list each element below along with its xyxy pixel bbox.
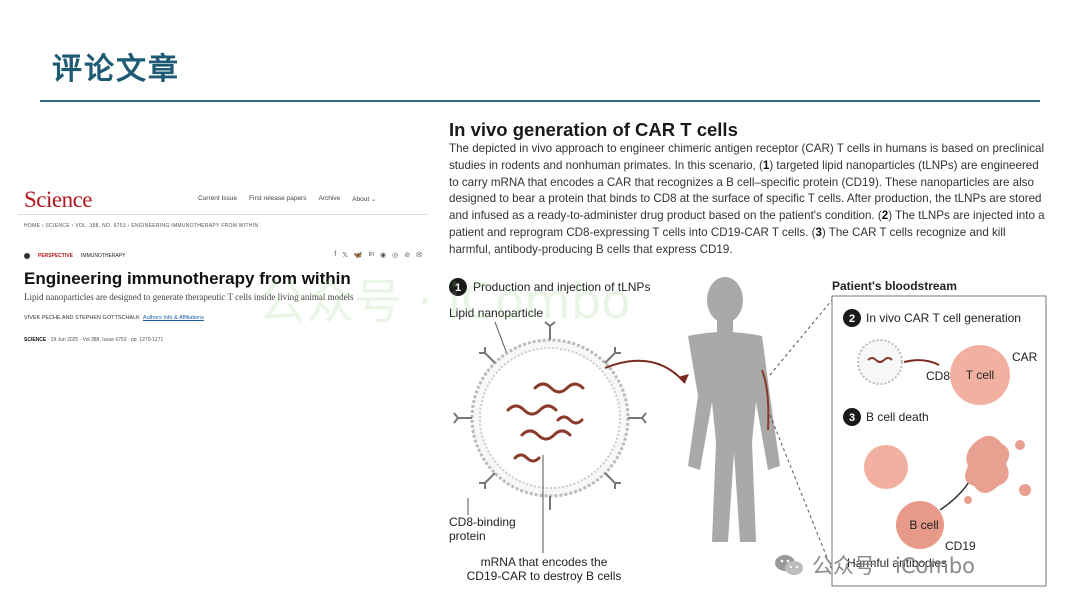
wechat-logo-icon — [775, 555, 803, 575]
article-screenshot: Science Current Issue First release pape… — [18, 185, 428, 355]
step2-num: 2 — [849, 313, 855, 325]
reddit-icon[interactable]: ◉ — [380, 252, 387, 259]
blood-vessel — [761, 369, 770, 431]
b-cell — [896, 501, 944, 549]
share-bar: f 𝕏 🦋 in ◉ ◎ ⊘ ✉ — [334, 251, 422, 259]
mrna-strands — [506, 382, 585, 463]
cd8-binding-label-1: CD8-binding — [449, 515, 516, 529]
step2-label: In vivo CAR T cell generation — [866, 311, 1021, 325]
slide-title: 评论文章 — [52, 52, 180, 87]
np-to-tcell-arrow — [903, 359, 940, 366]
wechat-icon[interactable]: ◎ — [392, 252, 399, 259]
dead-b-cell — [964, 435, 1031, 504]
step3-num: 3 — [849, 412, 855, 424]
car-t-illustration: 1 Production and injection of tLNPs Lipi… — [440, 270, 1050, 600]
injection-arrow — [604, 359, 686, 384]
figure-heading: In vivo generation of CAR T cells — [449, 119, 738, 140]
b-cell-label: B cell — [909, 518, 938, 532]
step1-badge — [449, 278, 467, 296]
small-nanoparticle — [857, 339, 903, 385]
cd8-label: CD8 — [926, 369, 950, 383]
desc-num-1: 1 — [762, 158, 770, 172]
x-icon[interactable]: 𝕏 — [342, 252, 348, 259]
cd19-label: CD19 — [945, 539, 976, 553]
linkedin-icon[interactable]: in — [368, 251, 375, 258]
illustration-svg: 1 Production and injection of tLNPs Lipi… — [449, 277, 1047, 587]
nav-about[interactable]: About ⌄ — [352, 196, 377, 203]
meta-details: · 19 Jun 2025 · Vol 388, Issue 6753 · pp… — [47, 337, 164, 343]
injection-arrowhead — [678, 374, 689, 383]
step2-badge — [843, 309, 861, 327]
article-topnav: Current Issue First release papers Archi… — [198, 195, 376, 203]
nav-archive[interactable]: Archive — [318, 195, 341, 202]
meta-journal: SCIENCE — [24, 337, 47, 343]
bloodstream-label: Patient's bloodstream — [832, 279, 957, 293]
step1-label: Production and injection of tLNPs — [473, 280, 650, 294]
nav-current-issue[interactable]: Current Issue — [198, 195, 238, 202]
authors-info-link[interactable]: Authors Info & Affiliations — [142, 315, 204, 321]
cd8-binding-label-2: protein — [449, 529, 486, 543]
article-authors: VIVEK PECHE AND STEPHEN GOTTSCHALK Autho… — [24, 315, 204, 321]
lipid-np-label: Lipid nanoparticle — [449, 306, 543, 320]
antibodies-label: Harmful antibodies — [847, 556, 947, 570]
figure-description: The depicted in vivo approach to enginee… — [449, 141, 1049, 259]
link-icon[interactable]: ⊘ — [404, 252, 411, 259]
desc-num-2: 2 — [881, 209, 889, 223]
facebook-icon[interactable]: f — [334, 251, 337, 258]
kicker-topic[interactable]: IMMUNOTHERAPY — [81, 253, 126, 259]
mrna-label-2: CD19-CAR to destroy B cells — [467, 569, 622, 583]
email-icon[interactable]: ✉ — [416, 252, 422, 259]
article-title: Engineering immunotherapy from within — [24, 269, 351, 288]
desc-num-3: 3 — [815, 225, 822, 239]
kicker-type: PERSPECTIVE — [38, 253, 74, 259]
desc-part-3: ) The tLNPs are injected into a patient … — [449, 209, 1045, 239]
t-cell-label: T cell — [966, 368, 994, 382]
bottom-watermark-text: 公众号 · iCombo — [812, 554, 976, 578]
bluesky-icon[interactable]: 🦋 — [353, 252, 363, 259]
mrna-label-1: mRNA that encodes the — [481, 555, 608, 569]
desc-part-1: The depicted in vivo approach to enginee… — [449, 142, 1045, 172]
step1-num: 1 — [455, 282, 461, 294]
article-meta: SCIENCE · 19 Jun 2025 · Vol 388, Issue 6… — [24, 337, 163, 343]
step3-badge — [843, 408, 861, 426]
desc-part-4: ) The CAR T cells recognize and kill har… — [449, 225, 1006, 256]
zoom-line-top — [769, 299, 833, 376]
step3-label: B cell death — [866, 410, 929, 424]
science-logo[interactable]: Science — [24, 187, 93, 212]
t-cell — [950, 345, 1010, 405]
title-divider — [40, 100, 1040, 102]
human-silhouette — [688, 277, 780, 542]
b-cell-target — [864, 445, 908, 489]
car-label: CAR — [1012, 350, 1038, 364]
nav-first-release[interactable]: First release papers — [249, 195, 307, 202]
zoom-line-bottom — [769, 414, 833, 571]
nav-divider — [18, 214, 428, 215]
author-names[interactable]: VIVEK PECHE AND STEPHEN GOTTSCHALK — [24, 315, 140, 321]
article-subtitle: Lipid nanoparticles are designed to gene… — [24, 292, 354, 302]
kicker-dot-icon — [24, 253, 30, 259]
lipid-nanoparticle — [453, 321, 647, 510]
bottom-watermark: 公众号 · iCombo — [774, 550, 975, 580]
breadcrumb: HOME › SCIENCE › VOL. 388, NO. 6753 › EN… — [24, 223, 259, 229]
bloodstream-panel — [831, 295, 1047, 587]
article-kicker: PERSPECTIVE IMMUNOTHERAPY — [24, 253, 125, 259]
desc-part-2: ) targeted lipid nanoparticles (tLNPs) a… — [449, 158, 1042, 223]
